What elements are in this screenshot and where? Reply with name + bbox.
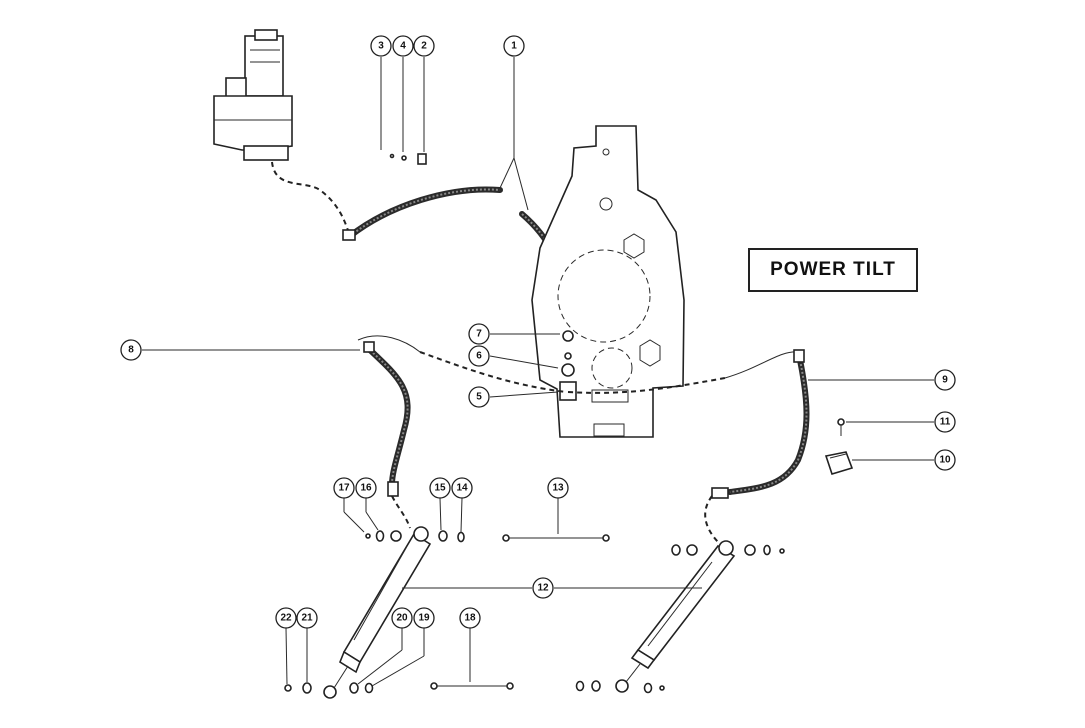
- bushing-right-a: [686, 544, 698, 556]
- callout-2: 2: [413, 35, 435, 57]
- hose-8: [357, 335, 421, 497]
- leader-lines: [142, 57, 934, 687]
- callout-7: 7: [468, 323, 490, 345]
- svg-text:11: 11: [940, 417, 951, 428]
- callout-18: 18: [459, 607, 481, 629]
- bushing-15: [438, 530, 448, 542]
- svg-text:14: 14: [456, 483, 468, 494]
- svg-text:5: 5: [476, 392, 482, 403]
- svg-text:19: 19: [418, 613, 430, 624]
- callout-13: 13: [547, 477, 569, 499]
- nut-7: [562, 330, 574, 342]
- svg-text:17: 17: [338, 483, 350, 494]
- washer-right-e: [591, 680, 601, 692]
- line-8-dashed: [419, 351, 567, 393]
- pin-18: [430, 682, 514, 690]
- part-2: [417, 153, 427, 165]
- callout-21: 21: [296, 607, 318, 629]
- svg-text:3: 3: [378, 41, 384, 52]
- washer-19: [364, 682, 374, 694]
- diagram-title: POWER TILT: [770, 259, 896, 280]
- washer-right-b: [763, 544, 771, 556]
- callout-19: 19: [413, 607, 435, 629]
- callout-10: 10: [934, 449, 956, 471]
- washer-right-f: [643, 682, 653, 694]
- transom-bracket: [531, 125, 685, 438]
- hose-9: [567, 349, 810, 499]
- callout-6: 6: [468, 345, 490, 367]
- washer-right-a: [671, 544, 681, 556]
- callout-9: 9: [934, 369, 956, 391]
- callout-16: 16: [355, 477, 377, 499]
- bushing: [390, 530, 402, 542]
- callout-14: 14: [451, 477, 473, 499]
- clamp-10: [824, 451, 854, 475]
- pump-return-line: [271, 161, 351, 237]
- washer-right-g: [659, 685, 665, 691]
- washer-22: [284, 684, 292, 692]
- callout-1: 1: [503, 35, 525, 57]
- callout-4: 4: [392, 35, 414, 57]
- callout-8: 8: [120, 339, 142, 361]
- washer-right-c: [779, 548, 785, 554]
- line-8-to-cylinder: [391, 495, 411, 529]
- svg-text:4: 4: [400, 41, 406, 52]
- diagram-title-box: POWER TILT: [748, 248, 918, 292]
- svg-text:2: 2: [421, 41, 427, 52]
- svg-text:15: 15: [434, 483, 446, 494]
- callout-5: 5: [468, 386, 490, 408]
- callout-15: 15: [429, 477, 451, 499]
- callout-22: 22: [275, 607, 297, 629]
- bushing-right-b: [744, 544, 756, 556]
- callout-3: 3: [370, 35, 392, 57]
- callout-17: 17: [333, 477, 355, 499]
- svg-text:20: 20: [396, 613, 408, 624]
- callout-20: 20: [391, 607, 413, 629]
- part-3: [389, 153, 395, 159]
- svg-text:10: 10: [939, 455, 951, 466]
- callout-12: 12: [532, 577, 554, 599]
- svg-text:7: 7: [476, 329, 482, 340]
- cylinder-12-right: [615, 540, 736, 693]
- washer-14: [457, 531, 465, 543]
- line-9-to-cylinder: [704, 495, 719, 543]
- washer-17: [365, 533, 371, 539]
- part-4: [401, 155, 407, 161]
- svg-text:1: 1: [511, 41, 517, 52]
- svg-text:8: 8: [128, 345, 134, 356]
- svg-text:12: 12: [537, 583, 549, 594]
- svg-text:6: 6: [476, 351, 482, 362]
- svg-text:9: 9: [942, 375, 948, 386]
- svg-text:22: 22: [280, 613, 292, 624]
- washer-20: [349, 682, 359, 694]
- svg-text:18: 18: [464, 613, 476, 624]
- washer-16: [375, 530, 385, 542]
- pump-motor-assembly: [213, 29, 293, 161]
- svg-text:16: 16: [360, 483, 372, 494]
- pin-13: [502, 534, 610, 542]
- svg-text:21: 21: [301, 613, 313, 624]
- screw-11: [837, 418, 845, 436]
- o-ring-6: [561, 363, 575, 377]
- washer-right-d: [575, 680, 585, 692]
- washer-21: [302, 682, 312, 694]
- callout-11: 11: [934, 411, 956, 433]
- cylinder-12-left: [323, 526, 432, 699]
- washer-6: [564, 352, 572, 360]
- svg-text:13: 13: [552, 483, 564, 494]
